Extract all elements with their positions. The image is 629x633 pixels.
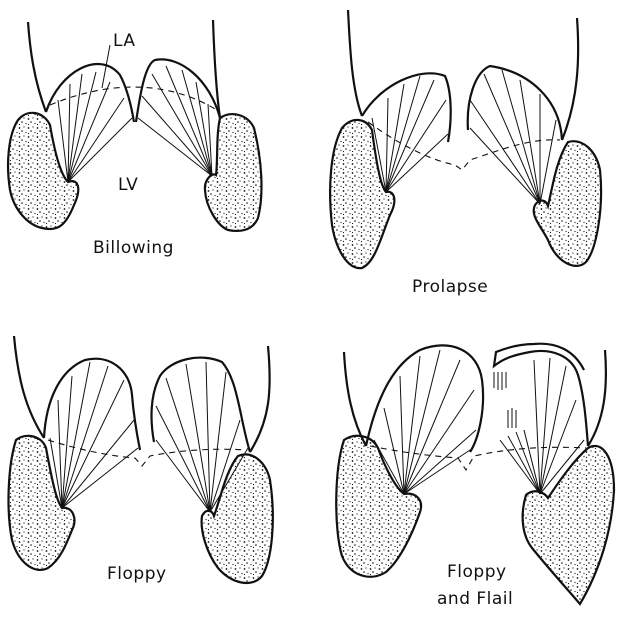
- left-ventricle-wall-right: [534, 141, 601, 266]
- anterior-leaflet-floppy-flail: [366, 345, 483, 452]
- chordae-right: [138, 66, 212, 176]
- prolapse-label: Prolapse: [412, 277, 488, 297]
- atrial-wall-left: [14, 336, 44, 438]
- atrial-wall-left: [344, 352, 366, 446]
- anterior-leaflet-prolapse: [362, 73, 451, 142]
- posterior-leaflet-flail: [494, 344, 588, 446]
- chordae-left: [58, 72, 132, 182]
- lv-label: LV: [118, 175, 138, 195]
- panel-prolapse: Prolapse: [330, 10, 601, 297]
- floppy-flail-label-line1: Floppy: [447, 562, 507, 582]
- left-ventricle-wall-right: [205, 114, 262, 231]
- left-ventricle-wall-left: [330, 120, 394, 268]
- atrial-wall-right: [588, 350, 606, 446]
- annular-plane-billowing: [50, 87, 220, 112]
- floppy-flail-label-line2: and Flail: [437, 589, 513, 609]
- posterior-leaflet-billowing: [136, 59, 220, 122]
- billowing-label: Billowing: [93, 238, 174, 258]
- posterior-leaflet-prolapse: [468, 66, 562, 140]
- la-label: LA: [113, 31, 136, 51]
- left-ventricle-wall-right: [202, 454, 273, 583]
- left-ventricle-wall-right: [523, 446, 614, 604]
- atrial-wall-left: [28, 22, 46, 112]
- atrial-wall-left: [348, 10, 362, 116]
- posterior-leaflet-floppy: [152, 358, 250, 452]
- ruptured-chordae: [494, 372, 516, 428]
- floppy-label: Floppy: [107, 564, 167, 584]
- panel-billowing: LA LV Billowing: [8, 20, 261, 258]
- chordae-left: [372, 76, 448, 192]
- chordae-right: [470, 70, 556, 204]
- atrial-wall-right: [250, 346, 270, 452]
- panel-floppy: Floppy: [9, 336, 273, 584]
- chordae-left: [50, 362, 138, 508]
- atrial-wall-right: [562, 18, 578, 140]
- panel-floppy-flail: Floppy and Flail: [336, 344, 614, 609]
